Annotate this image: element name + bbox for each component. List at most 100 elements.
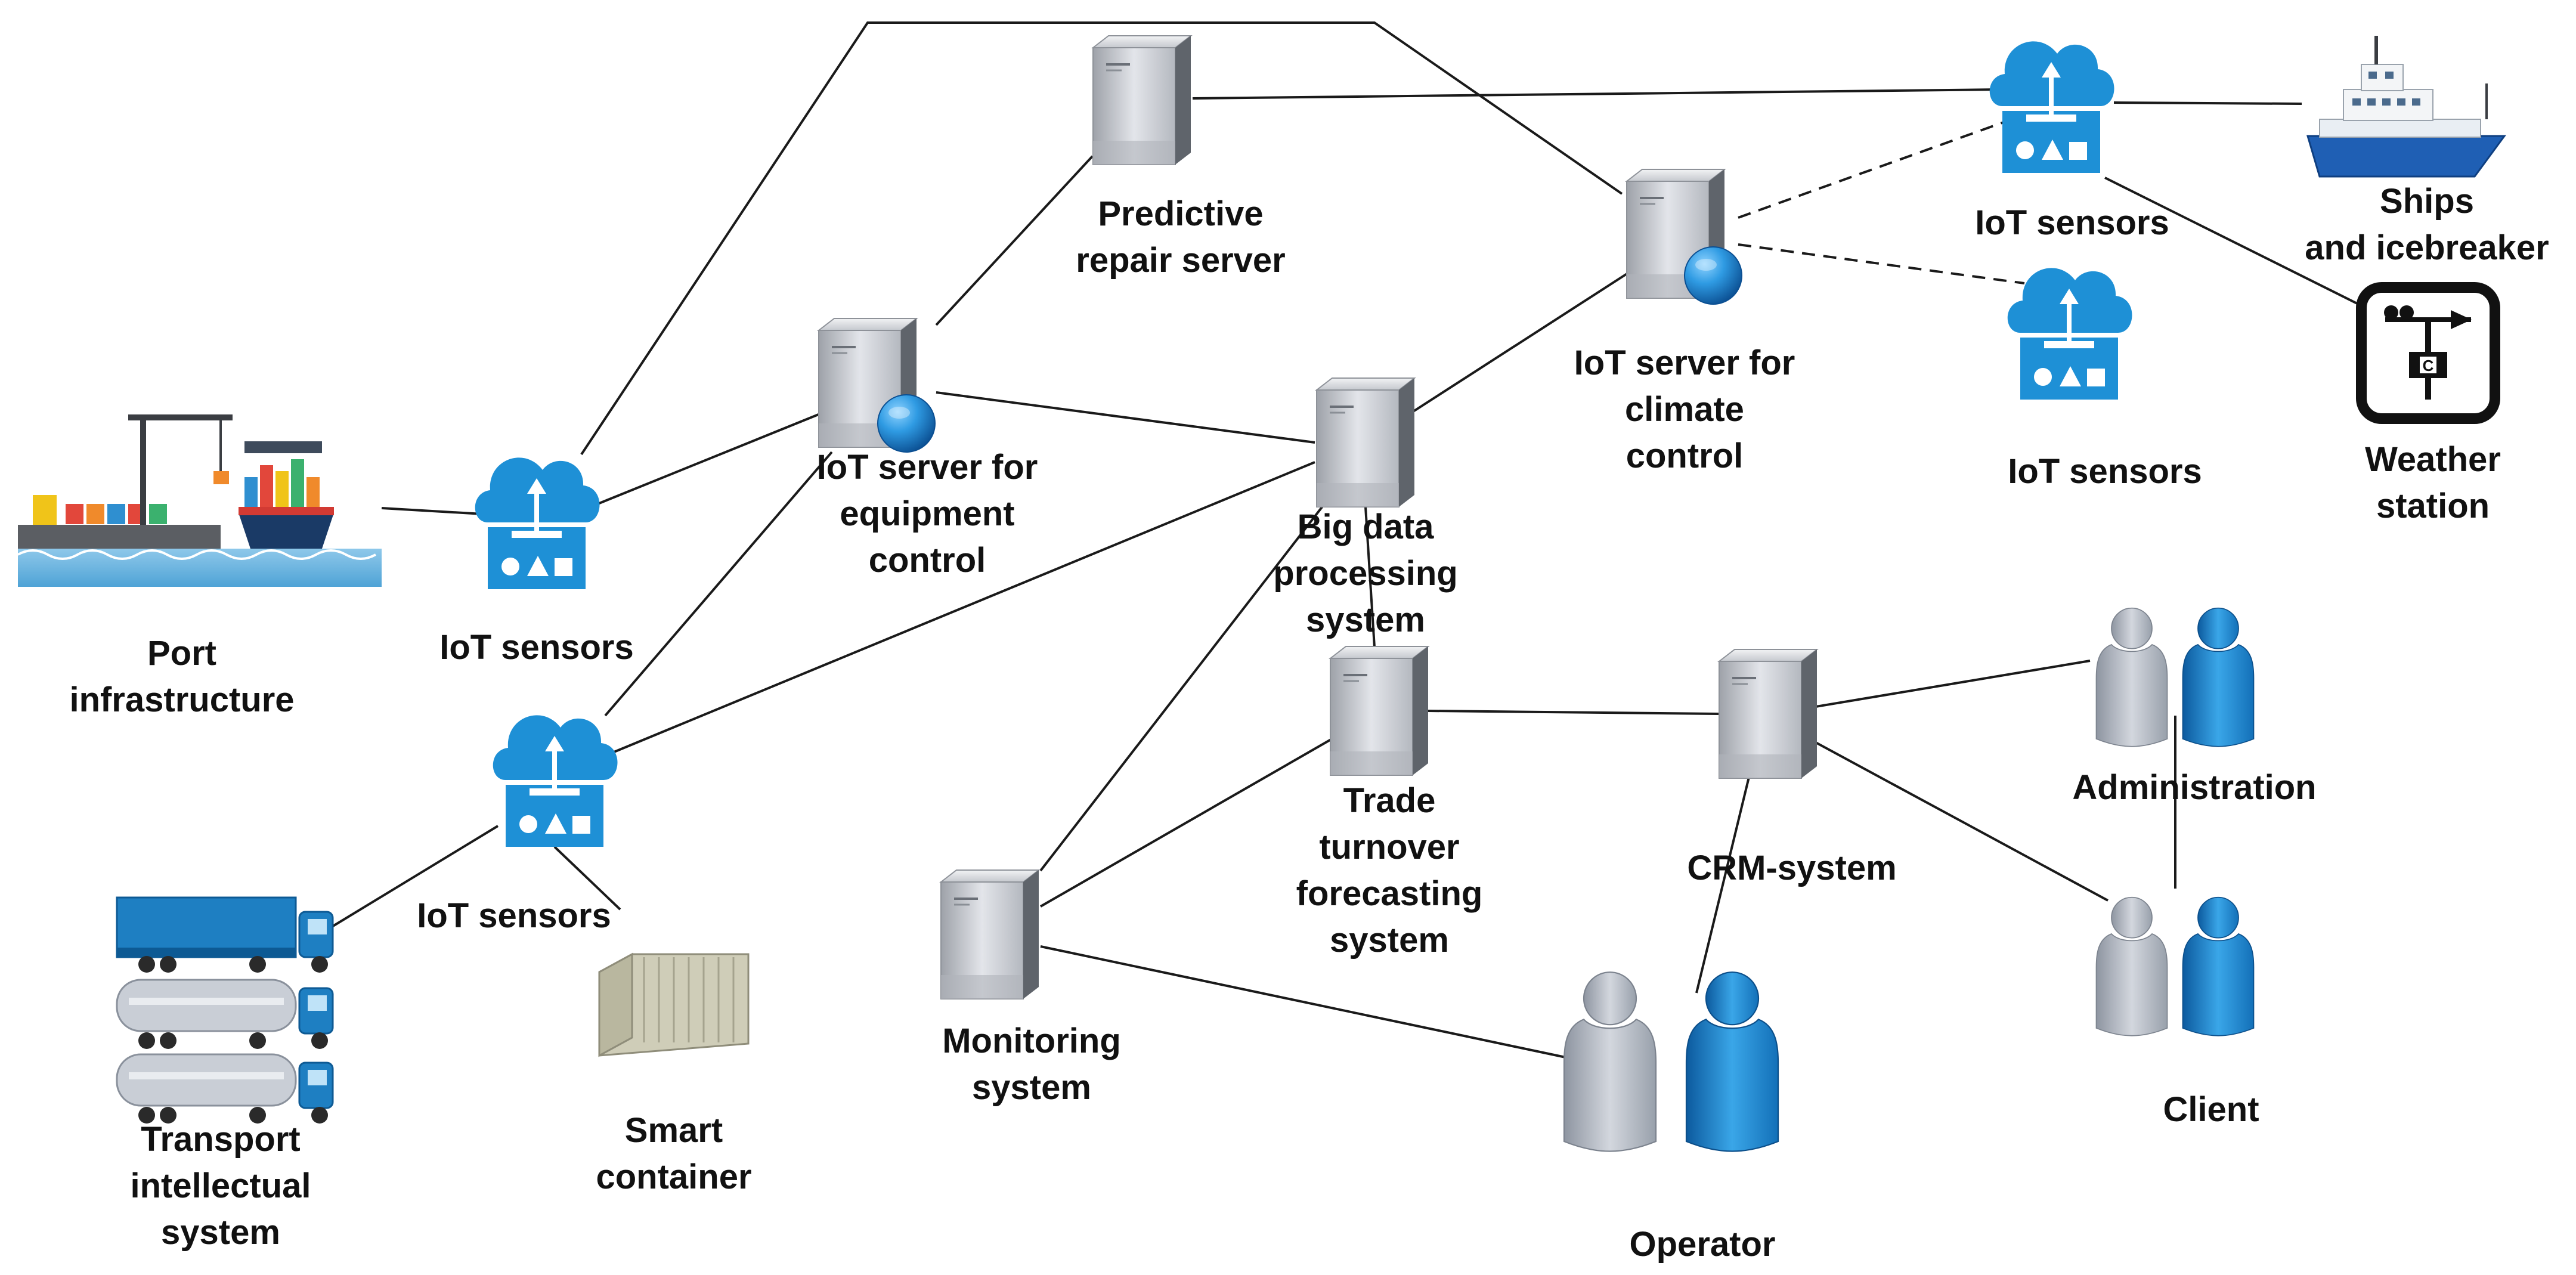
label-line: repair server bbox=[1076, 241, 1285, 280]
label-line: CRM-system bbox=[1687, 849, 1896, 887]
label-line: Client bbox=[2163, 1090, 2259, 1129]
label-line: infrastructure bbox=[69, 680, 294, 719]
label-line: IoT sensors bbox=[417, 896, 611, 935]
ship-icon bbox=[2306, 36, 2506, 178]
monitoring-system-label: Monitoring system bbox=[942, 1022, 1121, 1107]
connection-crm-system-to-administration bbox=[1815, 660, 2091, 708]
label-line: Big data bbox=[1298, 507, 1435, 546]
connection-smart-container-to-iot-sensors-transport bbox=[553, 846, 621, 911]
label-line: processing bbox=[1273, 554, 1457, 593]
connection-iot-server-climate-to-iot-sensors-climate bbox=[1738, 243, 2025, 284]
label-line: Administration bbox=[2072, 768, 2316, 807]
label-line: equipment bbox=[840, 494, 1014, 533]
label-line: Monitoring bbox=[942, 1022, 1121, 1060]
connection-crm-system-to-operator bbox=[1695, 772, 1751, 994]
label-line: climate bbox=[1625, 390, 1744, 429]
label-line: IoT server for bbox=[817, 448, 1038, 487]
weather-station-label: Weather station bbox=[2365, 440, 2501, 525]
iot-sensors-climate-label: IoT sensors bbox=[2008, 452, 2202, 491]
label-line: IoT sensors bbox=[439, 628, 634, 667]
server-icon bbox=[1092, 35, 1192, 166]
connection-monitoring-system-to-operator bbox=[1040, 945, 1572, 1060]
ships-label: Ships and icebreaker bbox=[2305, 182, 2549, 267]
connection-iot-sensors-transport-to-big-data-system bbox=[608, 461, 1315, 756]
globe-icon bbox=[1684, 246, 1742, 305]
big-data-system-label: Big data processing system bbox=[1273, 507, 1457, 639]
connection-iot-sensors-ships-to-weather-station bbox=[2104, 177, 2359, 305]
connection-iot-sensors-ships-to-ships bbox=[2113, 101, 2302, 105]
iot-cloud-icon bbox=[493, 715, 618, 847]
label-line: Predictive bbox=[1098, 194, 1263, 233]
server-icon bbox=[1315, 377, 1416, 508]
connection-iot-server-climate-to-iot-sensors-ships bbox=[1738, 121, 2004, 219]
iot-cloud-icon bbox=[2008, 268, 2132, 400]
iot-sensors-transport-label: IoT sensors bbox=[417, 896, 611, 935]
label-line: system bbox=[972, 1068, 1091, 1107]
label-line: turnover bbox=[1319, 828, 1459, 866]
iot-server-equipment-label: IoT server for equipment control bbox=[817, 448, 1038, 580]
iot-cloud-icon bbox=[475, 457, 600, 589]
iot-server-climate-label: IoT server for climate control bbox=[1574, 343, 1795, 475]
connection-big-data-system-to-trade-forecasting bbox=[1364, 506, 1376, 648]
client-label: Client bbox=[2163, 1090, 2259, 1129]
smart-container-label: Smart container bbox=[596, 1111, 751, 1196]
server-icon bbox=[940, 869, 1040, 1000]
connection-iot-server-equipment-to-big-data-system bbox=[936, 391, 1315, 444]
port-infrastructure-label: Port infrastructure bbox=[69, 634, 294, 719]
trucks-icon bbox=[116, 896, 334, 1125]
label-line: Smart bbox=[625, 1111, 723, 1150]
connection-predictive-repair-server-to-iot-sensors-ships bbox=[1192, 88, 2001, 100]
connection-monitoring-system-to-big-data-system bbox=[1039, 500, 1328, 872]
operator-label: Operator bbox=[1630, 1225, 1776, 1264]
label-line: system bbox=[161, 1213, 280, 1252]
iot-sensors-port-label: IoT sensors bbox=[439, 628, 634, 667]
label-line: system bbox=[1306, 601, 1425, 639]
connection-port-infrastructure-to-iot-sensors-port bbox=[381, 507, 484, 515]
predictive-repair-server-label: Predictive repair server bbox=[1076, 194, 1285, 280]
crm-system-label: CRM-system bbox=[1687, 849, 1896, 887]
connection-big-data-system-to-iot-server-climate bbox=[1412, 272, 1629, 413]
connection-crm-system-to-client bbox=[1815, 741, 2109, 902]
weather-station-icon: C bbox=[2356, 282, 2500, 424]
connection-transport-system-to-iot-sensors-transport bbox=[330, 825, 499, 929]
label-line: system bbox=[1330, 921, 1449, 960]
label-line: Transport bbox=[141, 1120, 301, 1159]
connections-layer bbox=[330, 21, 2359, 1060]
connection-monitoring-system-to-trade-forecasting bbox=[1040, 738, 1332, 908]
iot-sensors-ships-label: IoT sensors bbox=[1975, 203, 2169, 242]
connection-trade-forecasting-to-crm-system bbox=[1428, 710, 1720, 715]
trade-forecasting-label: Trade turnover forecasting system bbox=[1296, 781, 1483, 960]
label-line: forecasting bbox=[1296, 874, 1483, 913]
label-line: IoT sensors bbox=[2008, 452, 2202, 491]
globe-icon bbox=[877, 394, 936, 453]
people-icon bbox=[1563, 971, 1779, 1152]
label-line: IoT server for bbox=[1574, 343, 1795, 382]
connection-iot-sensors-port-to-iot-server-equipment bbox=[590, 411, 823, 508]
label-line: container bbox=[596, 1158, 751, 1196]
label-line: station bbox=[2376, 487, 2490, 525]
connection-iot-server-equipment-to-predictive-repair-server bbox=[935, 155, 1094, 326]
transport-system-label: Transport intellectual system bbox=[131, 1120, 311, 1252]
label-line: and icebreaker bbox=[2305, 228, 2549, 267]
connection-iot-sensors-port-to-iot-server-climate bbox=[580, 21, 1623, 456]
container-icon bbox=[598, 952, 750, 1057]
connection-iot-sensors-transport-to-iot-server-equipment bbox=[604, 451, 833, 717]
label-line: Port bbox=[147, 634, 216, 673]
label-line: IoT sensors bbox=[1975, 203, 2169, 242]
server-icon bbox=[1329, 645, 1429, 776]
iot-cloud-icon bbox=[1990, 41, 2114, 173]
people-icon bbox=[2095, 896, 2255, 1036]
port-icon bbox=[17, 414, 382, 587]
label-line: control bbox=[869, 541, 986, 580]
server-icon bbox=[1718, 648, 1818, 779]
label-line: Operator bbox=[1630, 1225, 1776, 1264]
administration-label: Administration bbox=[2072, 768, 2316, 807]
label-line: Weather bbox=[2365, 440, 2501, 479]
label-line: control bbox=[1626, 437, 1744, 475]
celsius-symbol: C bbox=[2423, 357, 2434, 375]
label-line: Trade bbox=[1343, 781, 1436, 820]
label-line: Ships bbox=[2380, 182, 2474, 221]
label-line: intellectual bbox=[131, 1166, 311, 1205]
